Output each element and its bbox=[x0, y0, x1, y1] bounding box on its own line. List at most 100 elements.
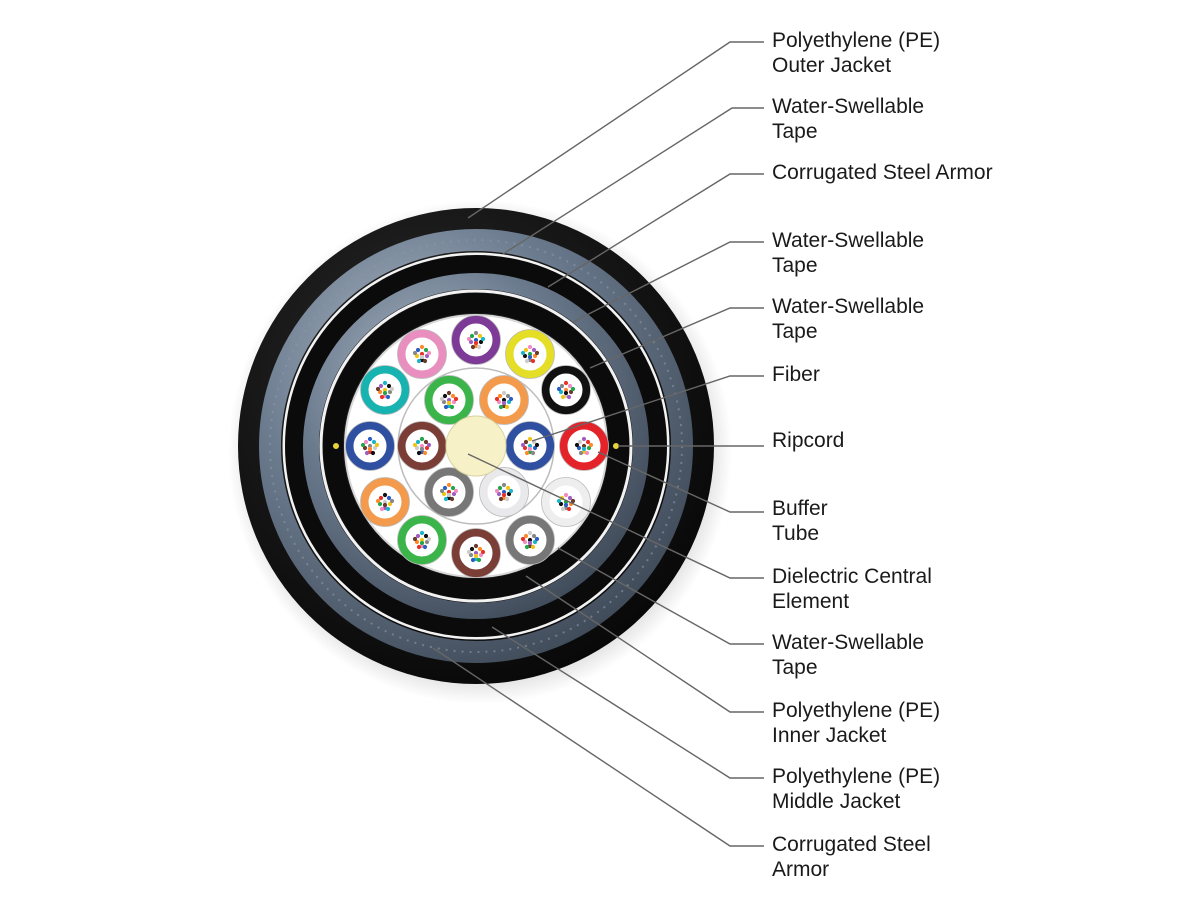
fiber bbox=[466, 336, 472, 342]
label-line: Tape bbox=[772, 320, 818, 343]
fiber bbox=[423, 533, 429, 539]
fiber bbox=[378, 495, 384, 501]
fiber bbox=[446, 390, 452, 396]
buffer-tube bbox=[345, 421, 395, 471]
fiber bbox=[527, 530, 533, 536]
fiber bbox=[523, 347, 529, 353]
fiber bbox=[385, 394, 391, 400]
fiber bbox=[534, 442, 540, 448]
leader-middle-jacket bbox=[491, 626, 764, 779]
fiber bbox=[451, 399, 457, 405]
label-line: Tube bbox=[772, 522, 820, 545]
fiber bbox=[581, 446, 587, 452]
fiber bbox=[367, 436, 373, 442]
fiber bbox=[449, 496, 455, 502]
fiber bbox=[451, 491, 457, 497]
fiber bbox=[423, 439, 429, 445]
fiber bbox=[442, 485, 448, 491]
fiber bbox=[530, 450, 536, 456]
fiber bbox=[424, 445, 430, 451]
buffer-tube bbox=[360, 477, 410, 527]
leader-corrugated-steel-armor-1 bbox=[547, 173, 764, 288]
buffer-tube bbox=[479, 375, 529, 425]
buffer-tube bbox=[424, 467, 474, 517]
fiber bbox=[496, 399, 502, 405]
fiber bbox=[498, 404, 504, 410]
fiber bbox=[527, 436, 533, 442]
label-line: Inner Jacket bbox=[772, 724, 887, 747]
fiber bbox=[501, 397, 507, 403]
fiber bbox=[501, 489, 507, 495]
fiber bbox=[419, 443, 425, 449]
leader-corrugated-steel-armor-2 bbox=[432, 647, 764, 847]
leader-lines bbox=[432, 41, 764, 847]
fiber bbox=[558, 501, 564, 507]
label-line: Tape bbox=[772, 656, 818, 679]
buffer-tube bbox=[479, 467, 529, 517]
fiber bbox=[567, 495, 573, 501]
fiber bbox=[563, 502, 569, 508]
fiber bbox=[446, 397, 452, 403]
fiber bbox=[581, 443, 587, 449]
fiber bbox=[584, 450, 590, 456]
fiber bbox=[522, 539, 528, 545]
label-line: Tape bbox=[772, 254, 818, 277]
fiber bbox=[419, 351, 425, 357]
fiber bbox=[412, 350, 418, 356]
fiber bbox=[527, 351, 533, 357]
fiber bbox=[371, 439, 377, 445]
leader-water-swellable-tape-2 bbox=[572, 241, 764, 323]
fiber bbox=[363, 439, 369, 445]
fiber bbox=[501, 390, 507, 396]
label-line: Water-Swellable bbox=[772, 631, 925, 654]
fiber bbox=[566, 394, 572, 400]
fiber bbox=[494, 488, 500, 494]
fiber bbox=[532, 353, 538, 359]
fiber bbox=[382, 390, 388, 396]
fiber bbox=[531, 347, 537, 353]
fiber bbox=[370, 450, 376, 456]
buffer-tube bbox=[397, 421, 447, 471]
fiber bbox=[477, 546, 483, 552]
fiber bbox=[530, 544, 536, 550]
fiber bbox=[382, 387, 388, 393]
fiber bbox=[426, 442, 432, 448]
fiber bbox=[453, 396, 459, 402]
fiber bbox=[560, 506, 566, 512]
fiber bbox=[524, 544, 530, 550]
fiber bbox=[419, 446, 425, 452]
buffer-tube bbox=[505, 515, 555, 565]
fiber bbox=[382, 499, 388, 505]
fiber bbox=[450, 393, 456, 399]
fiber bbox=[468, 339, 474, 345]
fiber bbox=[556, 498, 562, 504]
fiber bbox=[372, 445, 378, 451]
leader-water-swellable-tape-3 bbox=[589, 307, 764, 369]
fiber bbox=[473, 337, 479, 343]
fiber bbox=[382, 380, 388, 386]
fiber bbox=[524, 358, 530, 364]
label-outer-jacket: Polyethylene (PE)Outer Jacket bbox=[772, 28, 940, 78]
fiber bbox=[446, 482, 452, 488]
fiber bbox=[446, 489, 452, 495]
fiber bbox=[532, 445, 538, 451]
label-line: Tape bbox=[772, 120, 818, 143]
buffer-tube bbox=[451, 315, 501, 365]
fiber bbox=[416, 358, 422, 364]
fiber bbox=[476, 557, 482, 563]
fiber bbox=[497, 485, 503, 491]
fiber bbox=[581, 436, 587, 442]
fiber bbox=[568, 389, 574, 395]
leader-water-swellable-tape-1 bbox=[502, 107, 764, 255]
fiber bbox=[560, 394, 566, 400]
fiber bbox=[360, 442, 366, 448]
fiber bbox=[419, 436, 425, 442]
label-line: Polyethylene (PE) bbox=[772, 765, 941, 788]
fiber bbox=[501, 400, 507, 406]
fiber bbox=[469, 546, 475, 552]
label-line: Water-Swellable bbox=[772, 229, 925, 252]
fiber bbox=[419, 344, 425, 350]
